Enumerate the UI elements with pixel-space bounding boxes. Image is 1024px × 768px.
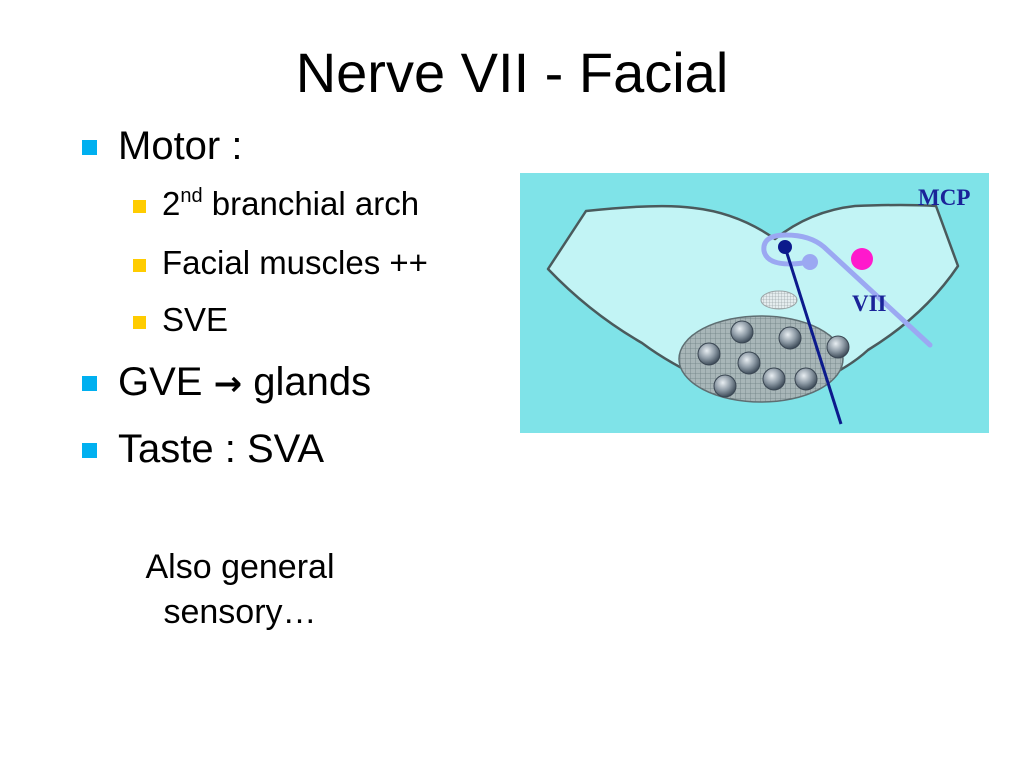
bullet-square-icon (82, 376, 97, 391)
nuclei-balls (697, 320, 850, 398)
bullet-text: Motor : (118, 124, 243, 168)
nerve-origin-dot (778, 240, 792, 254)
subbullet-text: Facial muscles ++ (162, 244, 428, 281)
bullet-square-icon (82, 140, 97, 155)
subbullet-text: 2nd branchial arch (162, 185, 420, 222)
small-hatched-oval (760, 290, 798, 310)
note-line: Also general (145, 548, 335, 586)
subbullet-text: SVE (162, 301, 229, 338)
magenta-dot (851, 248, 873, 270)
bullet-square-icon (133, 259, 146, 272)
note-text: Also general sensory… (120, 545, 360, 635)
note-line: sensory… (163, 593, 317, 631)
nerve-fiber-line (783, 246, 843, 425)
arrow-right-icon: → (213, 364, 243, 404)
facial-nucleus-dot (802, 254, 818, 270)
bullet-square-icon (82, 443, 97, 458)
bullet-list: Motor : 2nd branchial arch Facial muscle… (82, 124, 428, 471)
slide-title: Nerve VII - Facial (295, 41, 729, 104)
label-mcp: MCP (918, 185, 970, 210)
facial-nerve-genu (761, 232, 933, 348)
bullet-text: Taste : SVA (118, 427, 325, 471)
bullet-square-icon (133, 200, 146, 213)
bullet-square-icon (133, 316, 146, 329)
brainstem-diagram-svg: MCP VII (520, 173, 989, 433)
label-vii: VII (852, 291, 887, 316)
brainstem-diagram: MCP VII (520, 173, 989, 433)
bullet-text: GVE → glands (118, 360, 372, 404)
